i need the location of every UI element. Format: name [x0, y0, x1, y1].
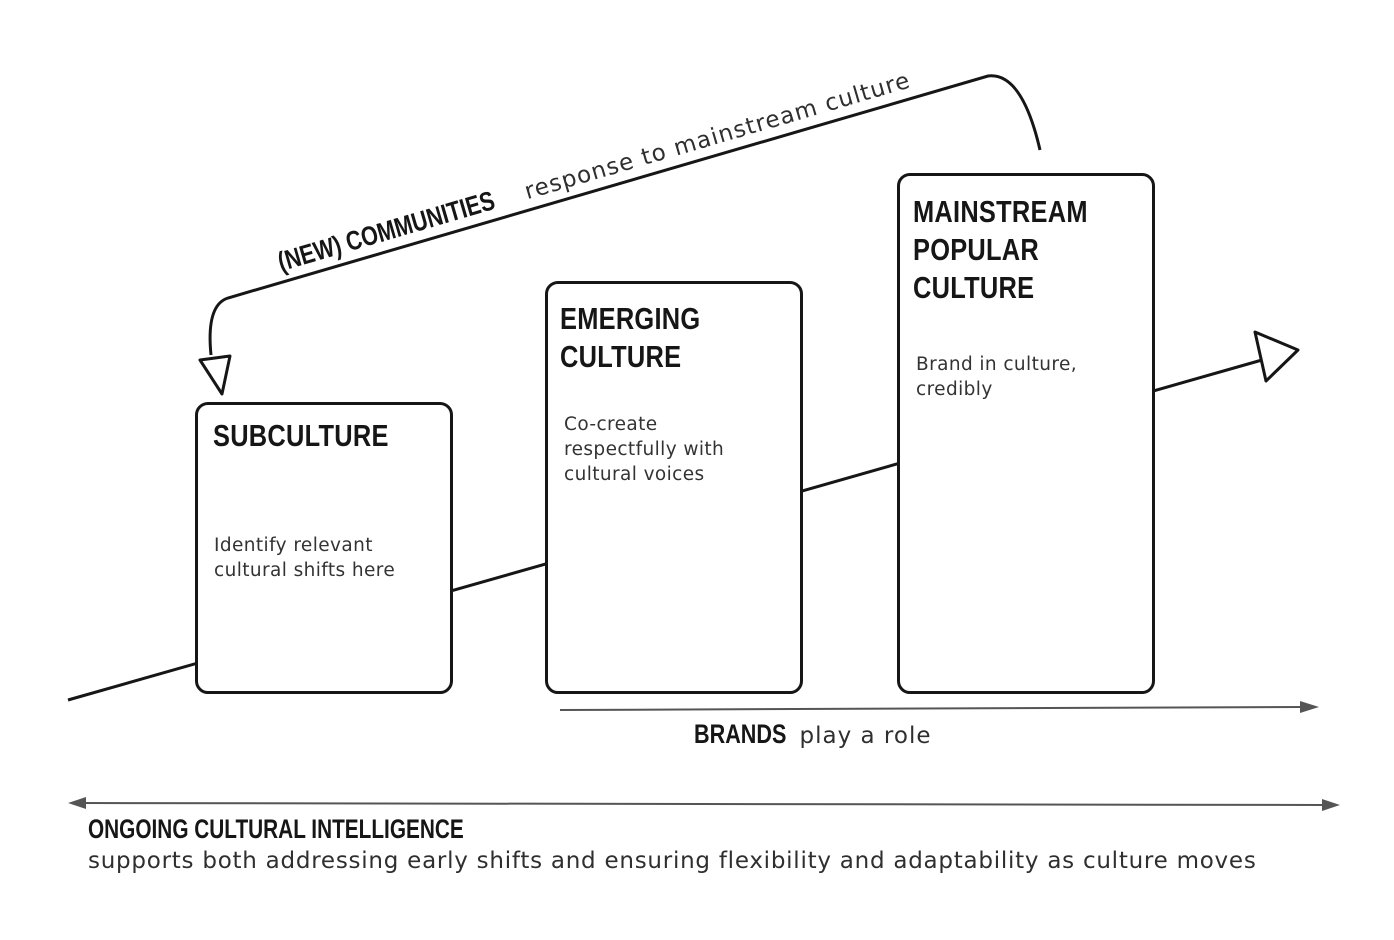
- trajectory-arrowhead-icon: [1253, 330, 1300, 383]
- intelligence-left-arrowhead-icon: [68, 797, 86, 809]
- brands-text: play a role: [799, 723, 932, 749]
- subculture-description: Identify relevant cultural shifts here: [214, 535, 396, 581]
- emerging-culture-title: EMERGING CULTURE: [560, 301, 701, 374]
- intelligence-right-arrowhead-icon: [1322, 799, 1340, 811]
- brands-arrowhead-icon: [1300, 701, 1319, 713]
- mainstream-culture-title: MAINSTREAM POPULAR CULTURE: [913, 194, 1088, 305]
- mainstream-culture-box: MAINSTREAM POPULAR CULTURE Brand in cult…: [897, 173, 1155, 694]
- brands-arrow-line: [559, 706, 1305, 711]
- emerging-culture-box: EMERGING CULTURE Co-create respectfully …: [545, 281, 803, 694]
- brands-emphasis: BRANDS: [694, 719, 787, 749]
- mainstream-culture-description: Brand in culture, credibly: [916, 354, 1078, 400]
- feedback-arrowhead-icon: [198, 354, 232, 396]
- subculture-box: SUBCULTURE Identify relevant cultural sh…: [195, 402, 453, 694]
- intelligence-arrow-line: [81, 802, 1325, 806]
- intelligence-description: supports both addressing early shifts an…: [88, 848, 1257, 874]
- feedback-loop-line: [208, 74, 1042, 356]
- intelligence-emphasis: ONGOING CULTURAL INTELLIGENCE: [88, 814, 464, 844]
- brands-label: BRANDS play a role: [694, 719, 932, 750]
- subculture-title: SUBCULTURE: [213, 418, 389, 453]
- emerging-culture-description: Co-create respectfully with cultural voi…: [564, 414, 725, 485]
- intelligence-heading: ONGOING CULTURAL INTELLIGENCE: [88, 814, 576, 845]
